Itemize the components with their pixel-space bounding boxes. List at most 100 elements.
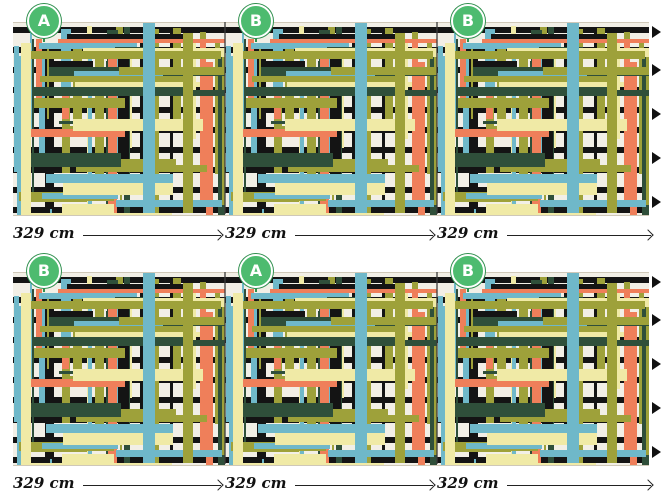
pattern-stripe — [225, 207, 437, 213]
pattern-stripe — [46, 424, 173, 433]
pattern-stripe — [457, 337, 607, 346]
dimension-row: 329 cm 329 cm 329 cm — [0, 222, 665, 248]
pattern-stripe — [251, 43, 349, 49]
pattern-stripe — [218, 57, 225, 215]
pattern-stripe — [540, 200, 646, 207]
pattern-stripe — [27, 129, 125, 137]
badge-pin — [43, 284, 45, 292]
pattern-stripe — [32, 289, 34, 451]
pattern-stripe — [251, 293, 349, 299]
pattern-stripe — [639, 290, 644, 424]
pattern-stripe — [418, 62, 425, 215]
pattern-stripe — [50, 61, 93, 68]
pattern-stripe — [27, 379, 125, 387]
triangle-right-icon — [652, 276, 661, 288]
pattern-art — [13, 23, 225, 215]
pattern-stripe — [437, 457, 649, 463]
wallpaper-panel — [13, 22, 225, 216]
pattern-stripe — [542, 50, 553, 178]
pattern-stripe — [287, 82, 412, 87]
pattern-stripe — [499, 332, 624, 337]
pattern-stripe — [499, 82, 624, 87]
pattern-stripe — [62, 454, 114, 464]
pattern-stripe — [225, 457, 437, 463]
pattern-stripe — [642, 57, 649, 215]
pattern-stripe — [487, 433, 597, 445]
triangle-right-icon — [652, 152, 661, 164]
pattern-stripe — [254, 193, 330, 199]
pattern-stripe — [497, 119, 627, 131]
pattern-stripe — [73, 369, 203, 381]
pattern-stripe — [229, 306, 236, 465]
pattern-stripe — [275, 183, 385, 195]
pattern-stripe — [14, 46, 19, 172]
pattern-stripe — [458, 348, 549, 358]
pattern-stripe — [17, 56, 24, 215]
pattern-stripe — [222, 307, 225, 455]
pattern-stripe — [463, 43, 561, 49]
pattern-stripe — [74, 321, 163, 327]
panel-width-label: 329 cm — [13, 474, 75, 492]
pattern-stripe — [445, 293, 455, 465]
pattern-stripe — [75, 82, 200, 87]
pattern-stripe — [73, 119, 203, 131]
pattern-stripe — [460, 39, 466, 100]
triangle-right-icon — [652, 358, 661, 370]
badge-pin — [467, 34, 469, 42]
pattern-stripe — [445, 43, 455, 215]
pattern-stripe — [34, 348, 125, 358]
pattern-stripe — [642, 307, 649, 465]
pattern-stripe — [42, 193, 118, 199]
pattern-stripe — [500, 165, 631, 172]
pattern-stripe — [233, 153, 333, 167]
pattern-stripe — [466, 443, 542, 449]
pattern-stripe — [471, 47, 473, 119]
pattern-stripe — [470, 424, 597, 433]
pattern-stripe — [244, 39, 246, 201]
pattern-stripe — [287, 332, 412, 337]
pattern-stripe — [39, 43, 137, 49]
pattern-stripe — [331, 67, 437, 75]
pattern-stripe — [298, 409, 388, 420]
pattern-stripe — [183, 283, 193, 463]
pattern-stripe — [330, 300, 341, 428]
pattern-stripe — [285, 119, 415, 131]
pattern-art — [225, 273, 437, 465]
pattern-stripe — [252, 326, 401, 332]
pattern-stripe — [464, 76, 613, 82]
pattern-stripe — [395, 33, 405, 213]
pattern-stripe — [460, 289, 466, 350]
pattern-stripe — [474, 61, 517, 68]
wallpaper-panel — [13, 272, 225, 466]
wallpaper-panel — [437, 272, 649, 466]
pattern-stripe — [248, 39, 254, 100]
pattern-stripe — [116, 450, 222, 457]
pattern-stripe — [239, 129, 337, 137]
pattern-stripe — [39, 293, 137, 299]
pattern-stripe — [441, 56, 448, 215]
pattern-stripe — [567, 273, 579, 463]
pattern-stripe — [542, 300, 553, 428]
pattern-stripe — [14, 296, 19, 422]
pattern-stripe — [58, 289, 225, 293]
pattern-stripe — [86, 159, 176, 170]
wallpaper-panel — [225, 272, 437, 466]
pattern-stripe — [434, 57, 437, 205]
pattern-stripe — [455, 51, 645, 59]
panel-row-2: B A B 329 cm 329 cm 329 cm — [0, 250, 665, 500]
pattern-stripe — [252, 76, 401, 82]
pattern-stripe — [543, 67, 649, 75]
pattern-stripe — [427, 40, 432, 174]
panel-seam — [436, 272, 438, 464]
pattern-stripe — [119, 67, 225, 75]
pattern-stripe — [482, 39, 649, 43]
pattern-stripe — [42, 443, 118, 449]
pattern-stripe — [67, 34, 190, 43]
pattern-stripe — [331, 317, 437, 325]
pattern-stripe — [330, 50, 341, 178]
pattern-stripe — [243, 301, 433, 309]
pattern-stripe — [21, 43, 31, 215]
pattern-stripe — [646, 307, 649, 455]
pattern-stripe — [464, 326, 613, 332]
